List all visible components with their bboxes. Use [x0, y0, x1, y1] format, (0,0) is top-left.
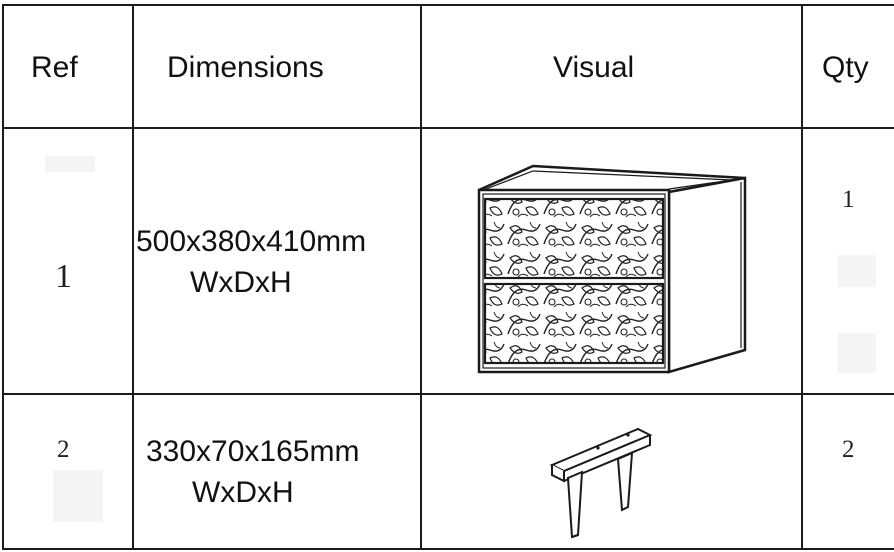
row-1-qty: 1	[842, 186, 855, 213]
bench-leg-bracket-icon	[549, 427, 653, 539]
table-border-bottom	[2, 548, 894, 550]
row-1-dimensions: 500x380x410mm	[136, 225, 367, 258]
table-border-top	[2, 4, 894, 6]
scan-artifact	[838, 255, 876, 287]
row-1-ref: 1	[55, 258, 72, 295]
row-divider	[2, 393, 894, 395]
two-drawer-nightstand-icon	[477, 164, 747, 374]
row-2-dimensions: 330x70x165mm	[146, 435, 360, 468]
header-visual: Visual	[553, 51, 635, 84]
column-divider-visual	[801, 4, 803, 550]
column-divider-dimensions	[420, 4, 422, 550]
scan-artifact	[838, 333, 876, 373]
header-ref: Ref	[31, 51, 78, 84]
row-2-dimension-unit: WxDxH	[192, 476, 294, 509]
column-divider-ref	[132, 4, 134, 550]
row-2-ref: 2	[57, 436, 70, 463]
header-qty: Qty	[822, 51, 869, 84]
header-dimensions: Dimensions	[167, 51, 324, 84]
row-1-dimension-unit: WxDxH	[190, 266, 292, 299]
header-row-divider	[2, 127, 894, 129]
row-2-qty: 2	[842, 436, 855, 463]
scan-artifact	[45, 156, 95, 172]
scan-artifact	[53, 470, 103, 522]
table-border-left	[2, 4, 4, 550]
